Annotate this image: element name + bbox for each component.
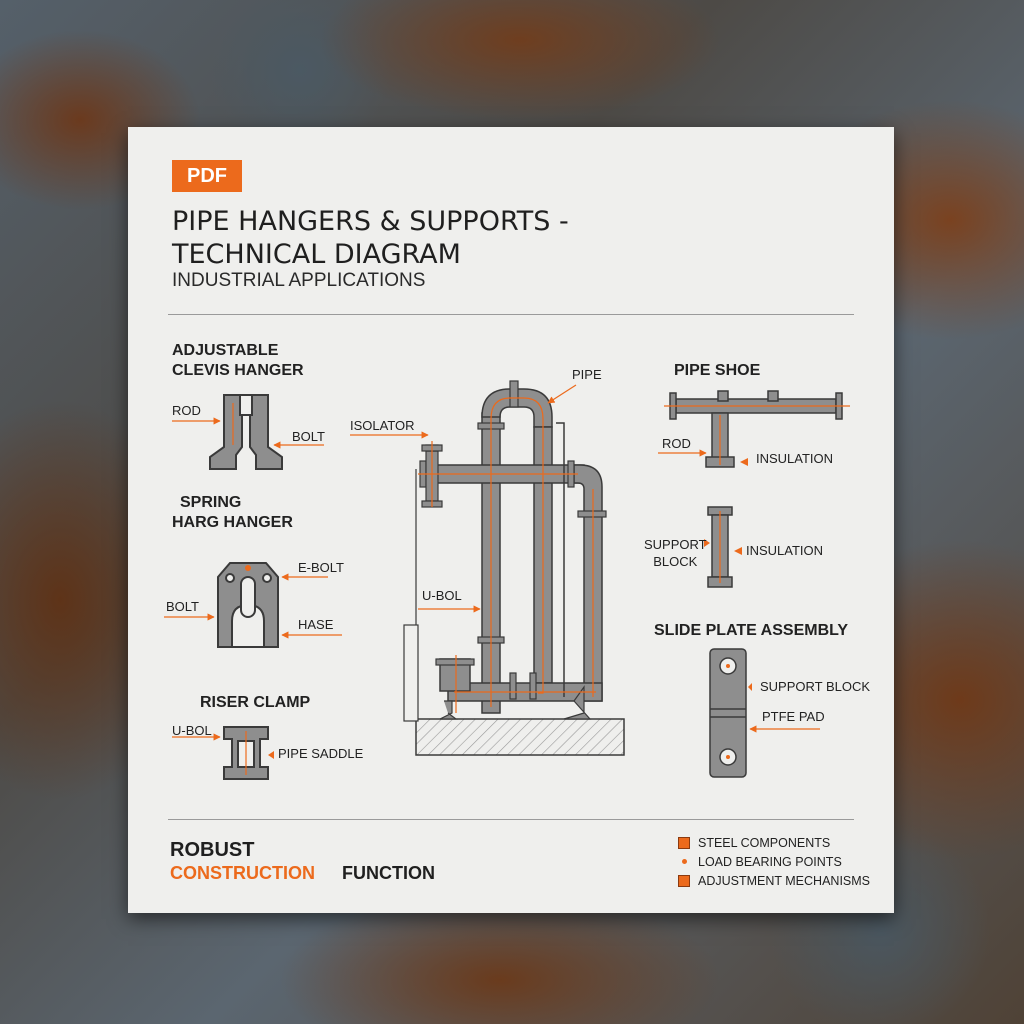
clevis-rod-label: ROD (172, 403, 201, 418)
slide-plate-drawing (709, 648, 747, 778)
square-icon (678, 836, 690, 849)
clevis-hanger-heading: ADJUSTABLE CLEVIS HANGER (172, 341, 304, 381)
spring-hase-label: HASE (298, 617, 334, 632)
spring-bolt-label: BOLT (166, 599, 199, 614)
central-piping-drawing (403, 380, 625, 756)
legend-item-load: LOAD BEARING POINTS (678, 852, 870, 871)
spring-heading-line-2: HARG HANGER (172, 514, 293, 531)
clevis-heading-line-1: ADJUSTABLE (172, 342, 279, 359)
clevis-bolt-label: BOLT (292, 429, 325, 444)
slide-ptfe-label: PTFE PAD (762, 709, 825, 724)
page-title: PIPE HANGERS & SUPPORTS - TECHNICAL DIAG… (172, 206, 569, 270)
spring-heading-line-1: SPRING (180, 494, 242, 511)
legend-item-adjustment: ADJUSTMENT MECHANISMS (678, 871, 870, 890)
spring-ebolt-label: E-BOLT (298, 560, 344, 575)
slide-support-block-label: SUPPORT BLOCK (760, 679, 871, 694)
bottom-divider (168, 819, 854, 820)
shoe-insulation-label: INSULATION (756, 451, 834, 466)
spring-hanger-heading: SPRING HARG HANGER (172, 493, 293, 533)
riser-saddle-label: PIPE SADDLE (278, 746, 364, 761)
footer-robust: ROBUST (170, 839, 255, 861)
dot-icon (678, 856, 690, 868)
pipe-shoe-drawing (664, 390, 850, 588)
riser-clamp-drawing (223, 726, 269, 780)
technical-diagram (164, 380, 850, 780)
shoe-insulation-2-label: INSULATION (746, 543, 824, 558)
support-block-line-2: BLOCK (653, 554, 698, 569)
legend-label-adjustment: ADJUSTMENT MECHANISMS (698, 873, 871, 888)
legend-label-steel: STEEL COMPONENTS (698, 835, 831, 850)
center-isolator-label: ISOLATOR (350, 418, 415, 433)
shoe-rod-label: ROD (662, 436, 691, 451)
pipe-shoe-heading: PIPE SHOE (674, 362, 761, 379)
square-icon (678, 874, 690, 887)
top-divider (168, 314, 854, 315)
footer-construction: CONSTRUCTION (170, 863, 315, 883)
footer-function: FUNCTION (342, 863, 435, 883)
clevis-hanger-drawing (209, 394, 283, 470)
pdf-badge[interactable]: PDF (172, 160, 242, 192)
page-subtitle: INDUSTRIAL APPLICATIONS (172, 270, 426, 291)
center-ubol-label: U-BOL (422, 588, 462, 603)
riser-ubol-label: U-BOL (172, 723, 212, 738)
riser-clamp-heading: RISER CLAMP (200, 694, 311, 711)
slide-plate-heading: SLIDE PLATE ASSEMBLY (654, 622, 849, 639)
center-pipe-label: PIPE (572, 367, 602, 382)
datasheet-card: PDF PIPE HANGERS & SUPPORTS - TECHNICAL … (128, 127, 894, 913)
legend-label-load: LOAD BEARING POINTS (698, 854, 842, 869)
shoe-support-block-label: SUPPORT BLOCK (644, 536, 707, 570)
spring-hanger-drawing (217, 562, 279, 648)
legend-item-steel: STEEL COMPONENTS (678, 833, 870, 852)
legend: STEEL COMPONENTS LOAD BEARING POINTS ADJ… (678, 833, 870, 890)
clevis-heading-line-2: CLEVIS HANGER (172, 362, 304, 379)
support-block-line-1: SUPPORT (644, 537, 707, 552)
